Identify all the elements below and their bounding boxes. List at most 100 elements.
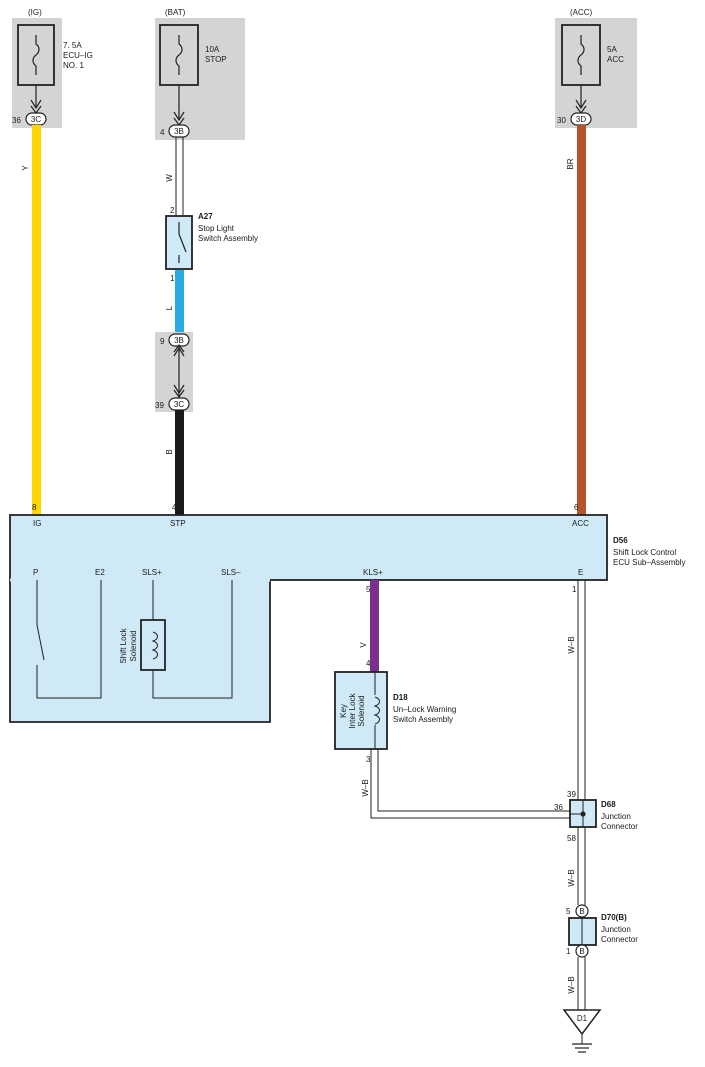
d56-pin-acc: 6 bbox=[574, 503, 579, 512]
d56-term-e: E bbox=[578, 568, 583, 577]
fuse-icon bbox=[32, 35, 40, 75]
bat-conn-label: 3B bbox=[174, 127, 184, 136]
d68-name-1: Junction bbox=[601, 812, 631, 821]
fuse-output-arrows bbox=[30, 85, 587, 127]
wire-ecu-ground bbox=[577, 580, 586, 800]
connector-arrow-icon bbox=[173, 343, 185, 357]
acc-conn-label: 3D bbox=[576, 115, 586, 124]
wire-stop-in-color: W bbox=[165, 174, 174, 182]
d56-pin-ig: 8 bbox=[32, 503, 37, 512]
ground-triangle-icon bbox=[562, 1009, 602, 1036]
bat-connector: 3B 4 bbox=[160, 124, 190, 138]
d70-junction-connector: B 5 B 1 D70(B) Junction Connector bbox=[566, 904, 638, 958]
ig-fuse-rating: 7. 5A bbox=[63, 41, 82, 50]
d18-inner-3: Solenoid bbox=[357, 695, 366, 726]
d70-name-2: Connector bbox=[601, 935, 638, 944]
coil-icon bbox=[151, 631, 158, 660]
ig-connector: 3C 36 bbox=[12, 112, 47, 126]
wire-kls-color: V bbox=[359, 642, 368, 648]
acc-fuse-block: (ACC) 5A ACC bbox=[555, 8, 637, 128]
d18-inner-1: Key bbox=[339, 704, 348, 718]
ig-fuse-block: (IG) 7. 5A ECU–IG NO. 1 bbox=[12, 8, 93, 128]
wire-stop-black bbox=[175, 410, 184, 515]
wire-d18-ground-color: W–B bbox=[361, 779, 370, 796]
ground-d1: D1 bbox=[562, 1009, 602, 1053]
acc-pin: 30 bbox=[557, 116, 566, 125]
d68-pin-left: 36 bbox=[554, 803, 563, 812]
d68-name-2: Connector bbox=[601, 822, 638, 831]
wire-stop-ecu-color: B bbox=[165, 449, 174, 454]
solenoid-label-1: Shift Lock bbox=[119, 627, 128, 663]
ground-label: D1 bbox=[577, 1014, 588, 1023]
wire-ecu-ground-color: W–B bbox=[567, 636, 576, 653]
d56-term-slsp: SLS+ bbox=[142, 568, 162, 577]
inline-lower-conn: 3C bbox=[174, 400, 184, 409]
ig-fuse-name-2: NO. 1 bbox=[63, 61, 84, 70]
d18-pin-in: 4 bbox=[366, 659, 371, 668]
ig-supply-label: (IG) bbox=[28, 8, 42, 17]
d18-name-2: Switch Assembly bbox=[393, 715, 453, 724]
ig-pin: 36 bbox=[12, 116, 21, 125]
park-switch-icon bbox=[36, 580, 102, 699]
acc-fuse-rating: 5A bbox=[607, 45, 617, 54]
d18-name-1: Un–Lock Warning bbox=[393, 705, 456, 714]
d56-pin-e: 1 bbox=[572, 585, 577, 594]
bat-fuse-name: STOP bbox=[205, 55, 227, 64]
wire-stop-white bbox=[175, 137, 184, 215]
acc-supply-label: (ACC) bbox=[570, 8, 593, 17]
d56-term-stp: STP bbox=[170, 519, 186, 528]
d56-name-2: ECU Sub–Assembly bbox=[613, 558, 685, 567]
a27-pin-in: 2 bbox=[170, 206, 175, 215]
d18-inner-2: Inter Lock bbox=[348, 692, 357, 728]
d70-pin-bottom: 1 bbox=[566, 947, 571, 956]
coil-icon bbox=[373, 696, 380, 725]
wire-acc-brown bbox=[577, 125, 586, 515]
d70-code: D70(B) bbox=[601, 913, 627, 922]
inline-lower-pin: 39 bbox=[155, 401, 164, 410]
bat-fuse-rating: 10A bbox=[205, 45, 220, 54]
d56-term-e2: E2 bbox=[95, 568, 105, 577]
bat-pin: 4 bbox=[160, 128, 165, 137]
a27-name-1: Stop Light bbox=[198, 224, 235, 233]
bat-supply-label: (BAT) bbox=[165, 8, 186, 17]
d56-term-acc: ACC bbox=[572, 519, 589, 528]
d18-unlock-warning-switch: 4 Key Inter Lock Solenoid D18 Un–Lock Wa… bbox=[334, 659, 456, 764]
bat-fuse-block: (BAT) 10A STOP bbox=[155, 8, 245, 140]
inline-connector-3b-3c: 3B 9 3C 39 bbox=[155, 332, 193, 412]
fuse-icon bbox=[577, 35, 585, 75]
d70-conn-bottom: B bbox=[579, 947, 584, 956]
d56-term-kls: KLS+ bbox=[363, 568, 383, 577]
d68-junction-connector: 39 36 58 D68 Junction Connector bbox=[554, 790, 638, 843]
d18-code: D18 bbox=[393, 693, 408, 702]
wire-stop-out-color: L bbox=[165, 305, 174, 310]
wire-stop-blue bbox=[175, 270, 184, 336]
acc-fuse-name: ACC bbox=[607, 55, 624, 64]
a27-name-2: Switch Assembly bbox=[198, 234, 258, 243]
d68-pin-bottom: 58 bbox=[567, 834, 576, 843]
wire-ig-color: Y bbox=[21, 165, 30, 171]
fuse-icon bbox=[175, 35, 183, 75]
ig-conn-label: 3C bbox=[31, 115, 41, 124]
d56-pin-stp: 4 bbox=[172, 503, 177, 512]
wire-kls-violet bbox=[370, 580, 379, 672]
wire-acc-color: BR bbox=[566, 158, 575, 169]
d70-pin-top: 5 bbox=[566, 907, 571, 916]
d68-code: D68 bbox=[601, 800, 616, 809]
wire-d68-d70-color: W–B bbox=[567, 869, 576, 886]
ig-fuse-name-1: ECU–IG bbox=[63, 51, 93, 60]
d56-term-slsm: SLS– bbox=[221, 568, 241, 577]
wire-ig-yellow bbox=[32, 125, 41, 515]
inline-upper-conn: 3B bbox=[174, 336, 184, 345]
shift-lock-solenoid bbox=[140, 619, 166, 671]
a27-code: A27 bbox=[198, 212, 213, 221]
d70-name-1: Junction bbox=[601, 925, 631, 934]
d56-pin-kls: 5 bbox=[366, 585, 371, 594]
d56-term-p: P bbox=[33, 568, 38, 577]
switch-icon bbox=[178, 222, 187, 263]
d56-shift-lock-ecu: 8 4 6 IG STP ACC D56 Shift Lock Control … bbox=[9, 503, 685, 723]
d70-conn-top: B bbox=[579, 907, 584, 916]
inline-upper-pin: 9 bbox=[160, 337, 165, 346]
d56-name-1: Shift Lock Control bbox=[613, 548, 676, 557]
solenoid-label-2: Solenoid bbox=[129, 630, 138, 661]
